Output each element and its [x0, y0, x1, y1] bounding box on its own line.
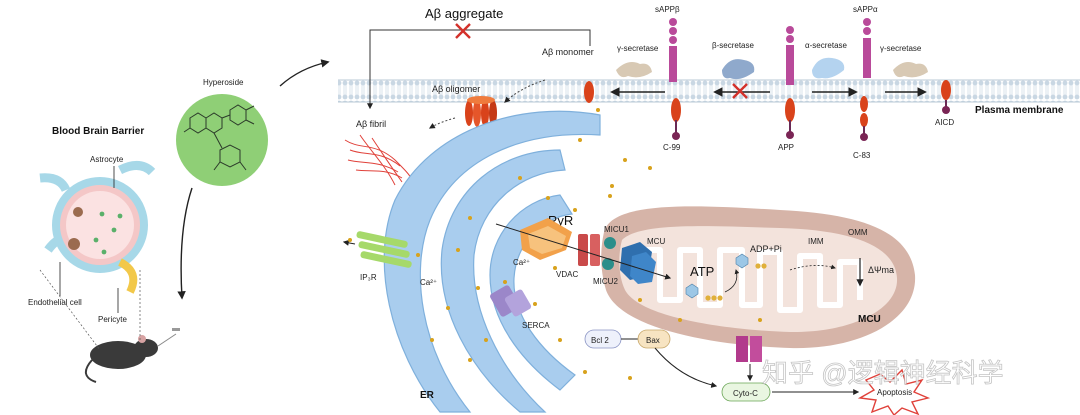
abeta-monomer-label: Aβ monomer — [542, 47, 594, 57]
astrocyte-label: Astrocyte — [90, 155, 124, 164]
micu2-label: MICU2 — [593, 277, 618, 286]
gamma-secretase-left-label: γ-secretase — [617, 44, 659, 53]
sappa-protein-icon — [863, 18, 871, 78]
bbb-zoom-line-left — [39, 269, 101, 351]
vdac-channel-icon — [578, 234, 600, 266]
ca-er-label: Ca²⁺ — [420, 278, 437, 287]
mouse-icon — [85, 328, 180, 383]
block-cross-icon — [455, 23, 471, 39]
adp-pi-label: ADP+Pi — [750, 244, 782, 254]
cyto-c-label: Cyto-C — [733, 389, 758, 398]
plasma-membrane — [338, 79, 1080, 103]
sappb-protein-icon — [669, 18, 677, 82]
serca-pump-icon — [490, 285, 532, 317]
bbb-title: Blood Brain Barrier — [52, 126, 144, 137]
mcu-mito-label: MCU — [858, 314, 881, 325]
watermark: 知乎 @逻辑神经科学 — [762, 358, 1004, 388]
c83-fragment-icon — [860, 96, 868, 141]
imm-flow-arrow — [789, 264, 836, 271]
gamma-secretase-left-icon — [616, 62, 652, 78]
c99-fragment-icon — [671, 98, 681, 140]
app-protein-icon — [785, 26, 795, 139]
monomer-to-oligomer-arrow — [504, 79, 546, 103]
bax-to-cytoc-arrow — [654, 347, 718, 388]
micu-complex-icon — [602, 237, 616, 270]
bax-label: Bax — [646, 336, 660, 345]
gamma-secretase-right-icon — [893, 62, 928, 78]
app-label: APP — [778, 143, 794, 152]
abeta-fibril-label: Aβ fibril — [356, 119, 386, 129]
abeta-fibril-icon — [344, 134, 413, 186]
micu1-label: MICU1 — [604, 225, 629, 234]
abeta-oligomer-label: Aβ oligomer — [432, 84, 480, 94]
hyperoside-label: Hyperoside — [203, 78, 244, 87]
abeta-aggregate-title: Aβ aggregate — [425, 6, 503, 21]
atp-cycle-arrow — [724, 269, 740, 293]
hyperoside-to-mouse-arrow — [177, 187, 193, 300]
beta-secretase-icon — [722, 59, 755, 80]
atp-label: ATP — [690, 264, 714, 279]
ca-cyto-label: Ca²⁺ — [513, 258, 530, 267]
sappa-label: sAPPα — [853, 5, 878, 14]
calcium-ions — [348, 108, 762, 380]
beta-secretase-label: β-secretase — [712, 41, 755, 50]
apoptosis-label: Apoptosis — [877, 388, 912, 397]
c99-label: C-99 — [663, 143, 681, 152]
abeta-release-fragment-icon — [584, 81, 594, 103]
alpha-secretase-icon — [812, 57, 845, 79]
mptp-channel-icon — [736, 336, 762, 362]
gamma-secretase-right-label: γ-secretase — [880, 44, 922, 53]
endoplasmic-reticulum — [383, 110, 601, 413]
apoptosis-burst-icon — [857, 368, 931, 415]
abeta-oligomer-icon — [465, 96, 497, 127]
bbb-vessel-icon — [39, 161, 156, 294]
mitochondrion — [601, 206, 916, 349]
vdac-label: VDAC — [556, 270, 578, 279]
sappb-label: sAPPβ — [655, 5, 680, 14]
cyto-c-badge — [721, 382, 771, 402]
aicd-label: AICD — [935, 118, 954, 127]
mcu-channel-label: MCU — [647, 237, 665, 246]
aicd-fragment-icon — [941, 80, 951, 114]
imm-label: IMM — [808, 237, 824, 246]
omm-label: OMM — [848, 228, 868, 237]
oligomer-to-fibril-arrow — [428, 117, 456, 129]
serca-label: SERCA — [522, 321, 550, 330]
alpha-secretase-label: α-secretase — [805, 41, 848, 50]
hyperoside-to-membrane-arrow — [279, 59, 330, 87]
ca-flux-arrow — [495, 223, 672, 280]
ip3r-release-arrow — [342, 239, 356, 246]
plasma-membrane-label: Plasma membrane — [975, 105, 1064, 116]
atp-molecule-icon — [685, 253, 767, 301]
pericyte-label: Pericyte — [98, 315, 127, 324]
abeta-aggregate-bracket — [367, 29, 591, 110]
hyperoside-molecule-icon — [176, 94, 268, 186]
c83-label: C-83 — [853, 151, 871, 160]
ip3r-channel-icon — [356, 231, 412, 268]
delta-psi-label: ΔΨma — [868, 265, 894, 275]
ip3r-label: IP₃R — [360, 273, 377, 282]
endothelial-label: Endothelial cell — [28, 298, 82, 307]
mcu-channel-icon — [620, 242, 656, 284]
beta-inhibit-cross-icon — [732, 83, 748, 99]
er-label: ER — [420, 390, 435, 401]
bcl2-label: Bcl 2 — [591, 336, 609, 345]
bax-badge — [637, 329, 671, 349]
